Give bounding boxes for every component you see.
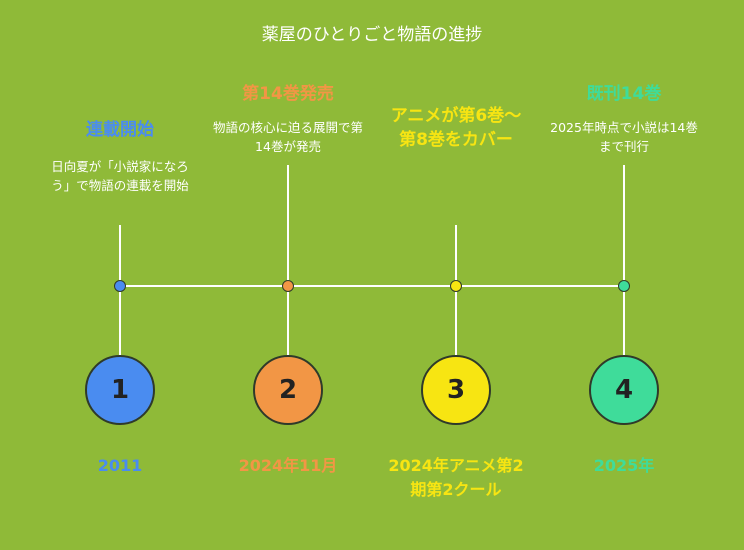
- milestone-dot: [617, 279, 630, 292]
- milestone-dot: [113, 279, 126, 292]
- milestone-dot: [281, 279, 294, 292]
- milestone-date: 2025年: [593, 456, 655, 475]
- milestone-date: 2024年アニメ第2期第2クール: [388, 456, 524, 499]
- milestone-heading: アニメが第6巻〜第8巻をカバー: [390, 106, 522, 150]
- page-title: 薬屋のひとりごと物語の進捗: [261, 25, 483, 45]
- milestone-number-circle: 2: [253, 355, 323, 425]
- timeline-axis: [120, 285, 624, 287]
- milestone-date: 2011: [97, 456, 143, 475]
- milestone-description: 物語の核心に迫る展開で第14巻が発売: [213, 120, 364, 154]
- milestone-date: 2024年11月: [238, 456, 338, 475]
- milestone-heading: 既刊14巻: [586, 84, 662, 104]
- milestone-connector: [287, 165, 289, 355]
- milestone-number-circle: 3: [421, 355, 491, 425]
- milestone-connector: [623, 165, 625, 355]
- milestone-heading: 第14巻発売: [242, 84, 334, 104]
- milestone-number-circle: 4: [589, 355, 659, 425]
- milestone-description: 2025年時点で小説は14巻まで刊行: [550, 120, 698, 154]
- milestone-dot: [449, 279, 462, 292]
- milestone-heading: 連載開始: [86, 120, 154, 140]
- milestone-number-circle: 1: [85, 355, 155, 425]
- milestone-description: 日向夏が「小説家になろう」で物語の連載を開始: [51, 159, 189, 193]
